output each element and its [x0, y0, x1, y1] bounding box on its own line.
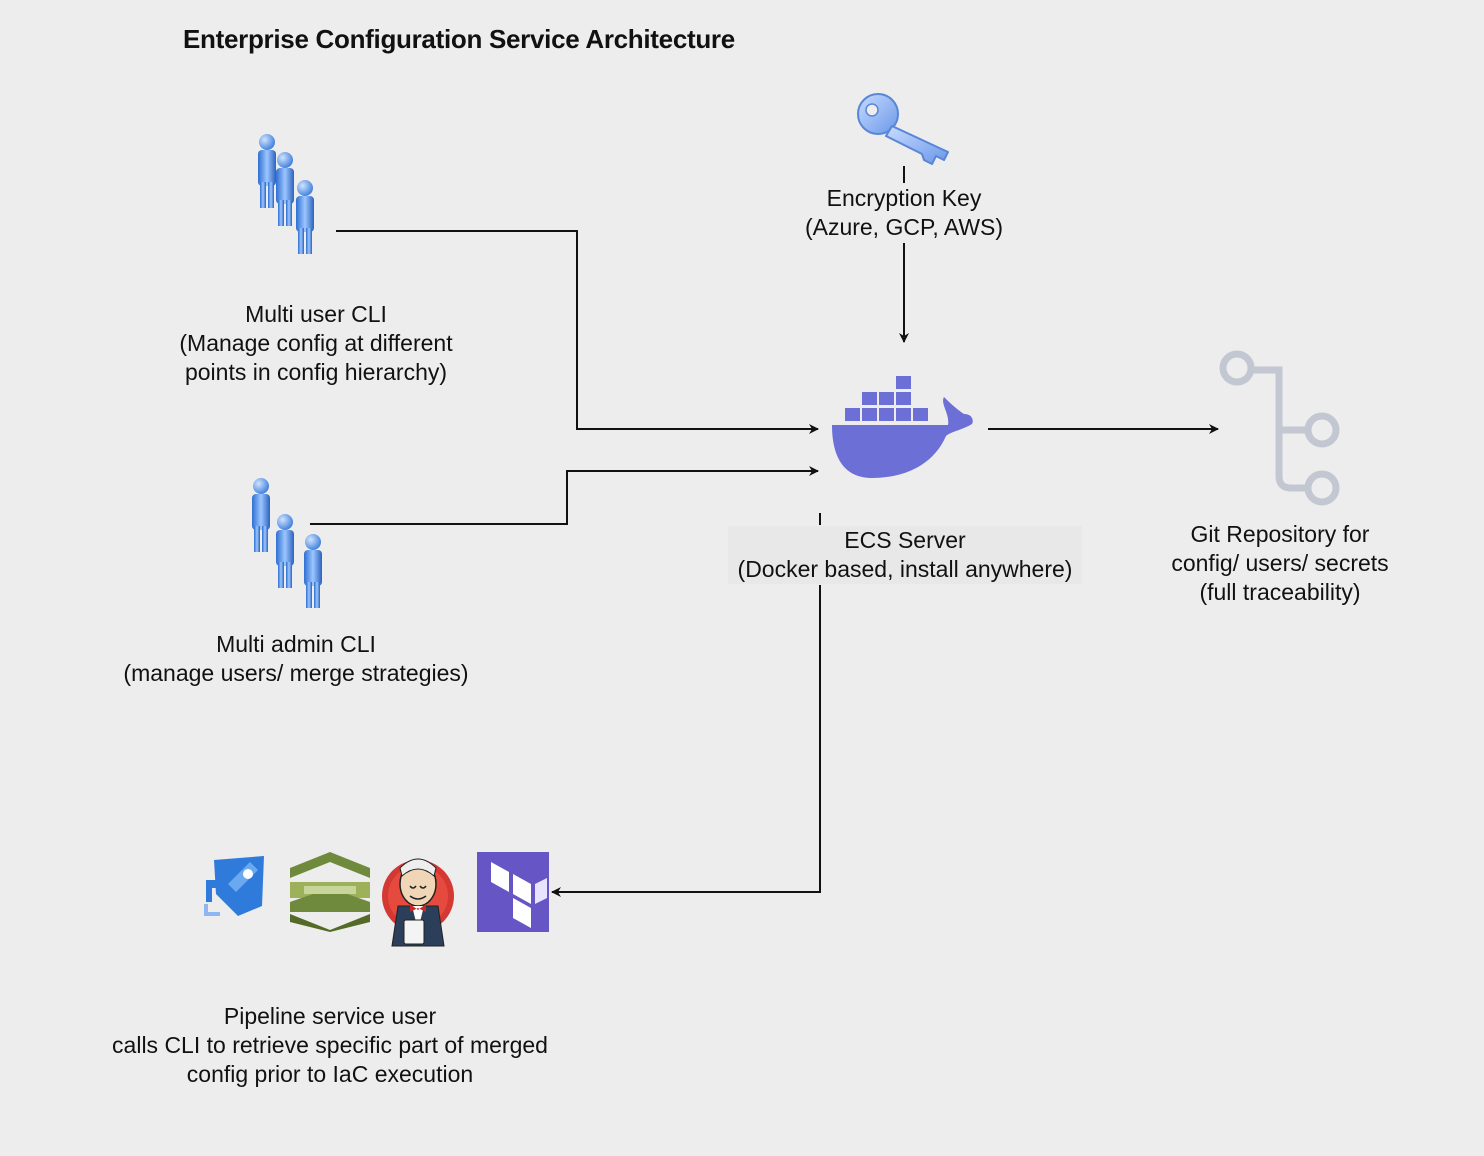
- edge-ecs-to-pipeline: [551, 513, 821, 897]
- multi-user-cli-label: Multi user CLI (Manage config at differe…: [179, 301, 453, 385]
- docker-whale-icon: [832, 376, 973, 478]
- azure-pipelines-icon: [204, 856, 264, 916]
- multi-admin-cli-label: Multi admin CLI (manage users/ merge str…: [123, 631, 469, 686]
- terraform-icon: [477, 852, 549, 932]
- jenkins-icon: [382, 858, 454, 947]
- users-group-icon: [258, 134, 314, 254]
- key-icon: [857, 93, 949, 165]
- ecs-server-label: ECS Server (Docker based, install anywhe…: [728, 526, 1082, 584]
- git-branch-icon: [1219, 350, 1340, 506]
- users-group-icon: [252, 478, 322, 608]
- git-repository-label: Git Repository for config/ users/ secret…: [1171, 521, 1389, 605]
- edge-admin-cli-to-ecs: [310, 466, 819, 525]
- encryption-key-label: Encryption Key (Azure, GCP, AWS): [804, 185, 1004, 240]
- edge-user-cli-to-ecs: [336, 230, 819, 434]
- diagram-title: Enterprise Configuration Service Archite…: [183, 24, 735, 54]
- aws-codepipeline-icon: [290, 852, 370, 932]
- pipeline-service-user-label: Pipeline service user calls CLI to retri…: [112, 1003, 548, 1087]
